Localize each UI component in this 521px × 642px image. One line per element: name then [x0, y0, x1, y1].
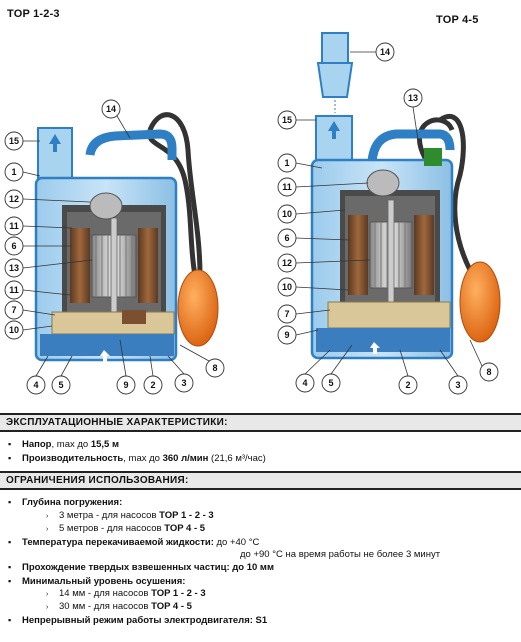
callout-label: 4: [302, 378, 307, 388]
callout-label: 11: [282, 182, 292, 192]
callout-label: 10: [282, 209, 292, 219]
arrow-icon: ›: [46, 591, 49, 598]
sub-item: › 30 мм - для насосов TOP 4 - 5: [46, 601, 192, 612]
pump-right: [310, 32, 501, 360]
callout-label: 5: [328, 378, 333, 388]
spec-drain-level: ▪ Минимальный уровень осушения:: [8, 575, 186, 587]
callout-label: 12: [282, 258, 292, 268]
callout-label: 6: [284, 233, 289, 243]
callout-label: 9: [123, 380, 128, 390]
spec-temperature: ▪ Температура перекачиваемой жидкости: д…: [8, 536, 260, 548]
bullet: ▪: [8, 575, 12, 586]
sub-item: › 5 метров - для насосов TOP 4 - 5: [46, 522, 206, 534]
callout-label: 7: [11, 305, 16, 315]
callout-numbers-left: 15 1 12 11 6 13 11 7 10 14 4 5 9 2 3 8: [9, 104, 218, 390]
arrow-icon: ›: [46, 604, 49, 611]
specifications: ЭКСПЛУАТАЦИОННЫЕ ХАРАКТЕРИСТИКИ: ▪ Напор…: [0, 413, 521, 632]
spec-duty: ▪ Непрерывный режим работы электродвигат…: [8, 615, 268, 626]
callout-label: 5: [58, 380, 63, 390]
spec-label: Глубина погружения:: [22, 497, 123, 508]
sub-item: › 14 мм - для насосов TOP 1 - 2 - 3: [46, 588, 206, 599]
callout-label: 1: [284, 158, 289, 168]
spec-temperature-extra: до +90 °С на время работы не более 3 мин…: [240, 549, 441, 560]
callout-label: 14: [106, 104, 116, 114]
callout-label: 10: [9, 325, 19, 335]
callout-label: 8: [212, 363, 217, 373]
spec-depth: ▪ Глубина погружения:: [8, 496, 513, 510]
sub-item: › 3 метра - для насосов TOP 1 - 2 - 3: [46, 509, 214, 521]
callout-label: 2: [405, 380, 410, 390]
arrow-icon: ›: [46, 512, 49, 520]
bullet: ▪: [8, 452, 12, 463]
callout-label: 3: [455, 380, 460, 390]
callout-label: 6: [11, 241, 16, 251]
callout-label: 1: [11, 167, 16, 177]
callout-label: 15: [282, 115, 292, 125]
limits-list: ▪ Глубина погружения: › 3 метра - для на…: [0, 490, 521, 632]
callout-label: 13: [408, 93, 418, 103]
callout-label: 12: [9, 194, 19, 204]
callout-label: 9: [284, 330, 289, 340]
performance-list: ▪ Напор, max до 15,5 м ▪ Производительно…: [0, 432, 521, 469]
callout-label: 14: [380, 47, 390, 57]
spec-text: Напор, max до 15,5 м: [22, 439, 120, 450]
section-heading-performance: ЭКСПЛУАТАЦИОННЫЕ ХАРАКТЕРИСТИКИ:: [0, 413, 521, 432]
bullet: ▪: [8, 536, 12, 547]
callout-label: 2: [150, 380, 155, 390]
callout-lines-left: [22, 115, 210, 377]
callout-label: 4: [33, 380, 38, 390]
pump-diagrams: TOP 1-2-3 TOP 4-5: [4, 8, 501, 395]
spec-text: Производительность, max до 360 л/мин (21…: [22, 452, 266, 464]
bullet: ▪: [8, 497, 12, 507]
arrow-icon: ›: [46, 525, 49, 533]
callout-label: 15: [9, 136, 19, 146]
pump-cross-section-drawing: 15 1 12 11 6 13 11 7 10 14 4 5 9 2 3 8: [4, 32, 501, 395]
diagram-title-top-1-2-3: TOP 1-2-3: [7, 8, 60, 20]
pump-left: [34, 112, 219, 362]
bullet: ▪: [8, 615, 12, 625]
callout-label: 11: [9, 285, 19, 295]
callout-numbers-right: 14 13 15 1 11 10 6 12 10 7 9 4 5 2 3 8: [282, 47, 492, 390]
callout-lines-right: [295, 51, 483, 377]
spec-flow: ▪ Производительность, max до 360 л/мин (…: [8, 452, 513, 466]
spec-head: ▪ Напор, max до 15,5 м: [8, 438, 513, 452]
section-heading-limits: ОГРАНИЧЕНИЯ ИСПОЛЬЗОВАНИЯ:: [0, 471, 521, 490]
callout-label: 7: [284, 309, 289, 319]
callout-label: 8: [486, 367, 491, 377]
callout-label: 3: [181, 378, 186, 388]
bullet: ▪: [8, 439, 12, 449]
callout-label: 13: [9, 263, 19, 273]
bullet: ▪: [8, 562, 12, 572]
callouts-right: [277, 42, 499, 395]
diagram-title-top-4-5: TOP 4-5: [436, 14, 479, 26]
callout-label: 10: [282, 282, 292, 292]
spec-solids: ▪ Прохождение твердых взвешенных частиц:…: [8, 562, 274, 573]
callout-label: 11: [9, 221, 19, 231]
